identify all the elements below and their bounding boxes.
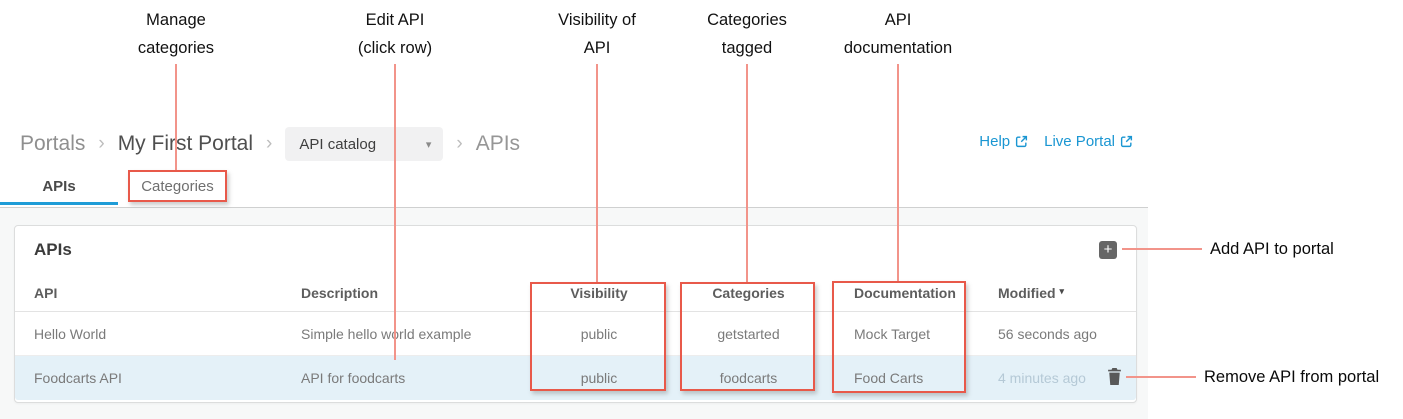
cell-categories: getstarted (717, 325, 780, 342)
callout-api-documentation: API documentation (843, 11, 953, 57)
external-link-icon (1016, 135, 1028, 148)
cell-api: Foodcarts API (34, 370, 122, 386)
header-links: Help Live Portal (979, 133, 1133, 150)
annotation-box-documentation-column (832, 281, 966, 393)
catalog-dropdown-value: API catalog (299, 135, 377, 153)
panel-title: APIs (34, 240, 72, 259)
cell-documentation: Food Carts (854, 370, 924, 386)
breadcrumb-current: APIs (475, 132, 521, 155)
callout-add-api: Add API to portal (1210, 240, 1334, 258)
trash-icon (1107, 368, 1121, 385)
apis-panel: APIs + API Description Visibility Catego… (14, 225, 1137, 403)
chevron-down-icon: ▾ (425, 138, 432, 151)
annotation-line (1122, 248, 1202, 250)
annotation-line (394, 64, 396, 360)
annotation-line (897, 64, 899, 281)
cell-modified: 4 minutes ago (998, 370, 1086, 386)
cell-modified: 56 seconds ago (998, 325, 1097, 342)
callout-visibility: Visibility of API (558, 11, 636, 57)
breadcrumb: Portals › My First Portal › API catalog … (20, 126, 520, 162)
live-portal-link[interactable]: Live Portal (1044, 133, 1133, 150)
annotation-box-categories-tab (128, 170, 227, 202)
chevron-right-icon: › (456, 133, 463, 154)
column-header-description[interactable]: Description (301, 285, 379, 301)
breadcrumb-portals[interactable]: Portals (20, 132, 86, 155)
annotation-line (596, 64, 598, 282)
cell-visibility: public (580, 325, 618, 342)
callout-remove-api: Remove API from portal (1204, 368, 1380, 386)
help-link-label: Help (979, 133, 1011, 150)
cell-categories: foodcarts (719, 370, 778, 386)
live-portal-link-label: Live Portal (1044, 133, 1115, 150)
annotation-line (746, 64, 748, 282)
tab-apis[interactable]: APIs (42, 177, 76, 195)
active-tab-indicator (0, 202, 118, 205)
column-header-visibility[interactable]: Visibility (570, 285, 628, 301)
help-link[interactable]: Help (979, 133, 1028, 150)
cell-description: API for foodcarts (301, 370, 406, 386)
sort-desc-icon: ▾ (1059, 286, 1065, 296)
add-api-button[interactable]: + (1099, 241, 1117, 259)
chevron-right-icon: › (266, 133, 273, 154)
table-row[interactable]: Hello World Simple hello world example p… (15, 312, 1136, 356)
annotation-box-visibility-column (530, 282, 666, 391)
external-link-icon (1120, 135, 1133, 148)
callout-edit-api: Edit API (click row) (357, 11, 433, 57)
remove-api-button[interactable] (1104, 367, 1124, 389)
chevron-right-icon: › (98, 133, 105, 154)
cell-api: Hello World (34, 325, 107, 342)
callout-manage-categories: Manage categories (137, 11, 215, 57)
column-header-api[interactable]: API (34, 285, 58, 301)
annotation-line (1126, 376, 1196, 378)
column-header-modified[interactable]: Modified ▾ (998, 282, 1133, 311)
column-header-categories[interactable]: Categories (712, 285, 785, 301)
table-header-row: API Description Visibility Categories Do… (15, 282, 1136, 312)
column-header-documentation[interactable]: Documentation (854, 285, 956, 301)
annotation-line (175, 64, 177, 170)
catalog-dropdown[interactable]: API catalog ▾ (285, 127, 444, 161)
cell-visibility: public (580, 370, 618, 386)
column-header-modified-label: Modified (998, 285, 1056, 301)
breadcrumb-portal-name[interactable]: My First Portal (117, 132, 254, 155)
annotation-box-categories-column (680, 282, 815, 391)
cell-description: Simple hello world example (301, 325, 472, 342)
tab-categories[interactable]: Categories (141, 177, 214, 195)
cell-documentation: Mock Target (854, 325, 930, 342)
callout-categories-tagged: Categories tagged (707, 11, 787, 57)
